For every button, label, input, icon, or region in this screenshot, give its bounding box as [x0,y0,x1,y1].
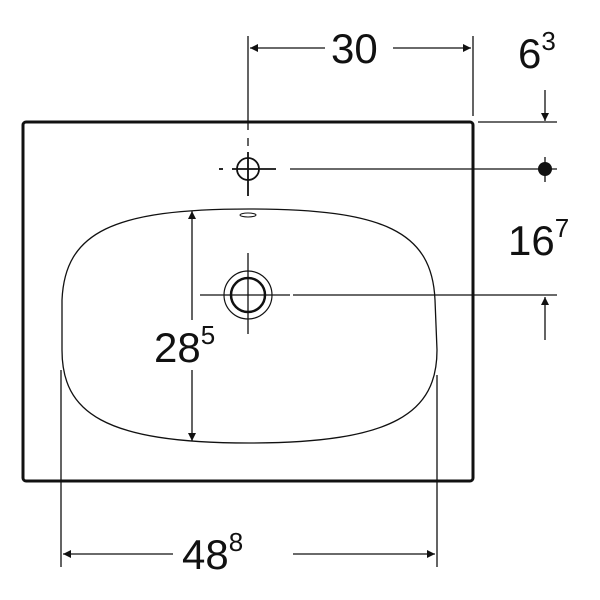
dim-tap-from-back: 63 [518,26,556,77]
reference-dot [538,162,552,176]
overflow-hole [239,212,257,218]
dim-bowl-width: 488 [182,527,243,578]
bowl-outline [61,208,438,444]
dim-tap-to-edge: 30 [331,25,378,72]
dim-tap-to-drain: 167 [508,213,569,264]
drain-icon [200,253,290,334]
dim-bowl-depth: 285 [154,320,215,371]
tap-hole-icon [219,36,276,196]
